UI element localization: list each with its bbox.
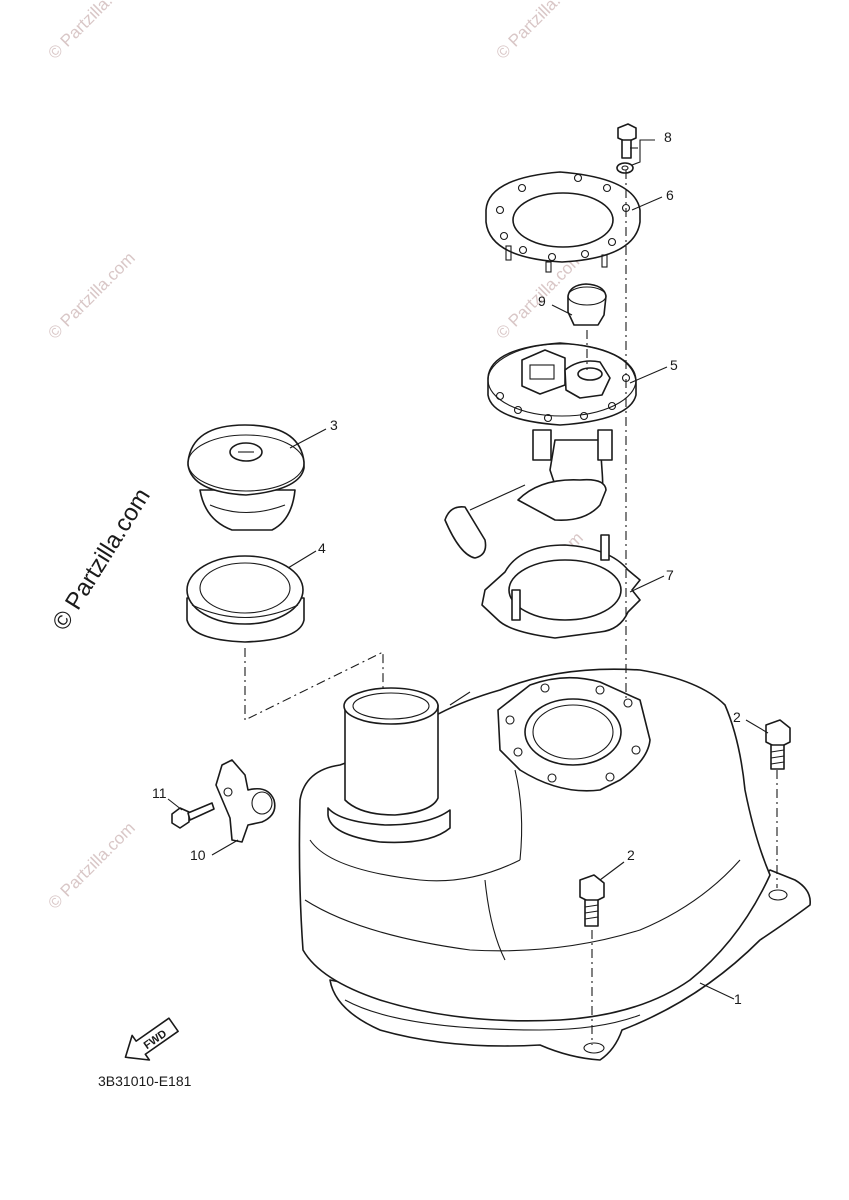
callout-numbers: 1 2 2 3 4 5 6 7 8 9 10 11 bbox=[152, 129, 742, 1007]
sender-plate-gasket[interactable] bbox=[481, 534, 641, 639]
callout-6: 6 bbox=[666, 187, 674, 203]
callout-11: 11 bbox=[152, 785, 167, 801]
fuel-tank[interactable] bbox=[298, 668, 812, 1061]
watermark: © Partzilla.com bbox=[44, 818, 138, 912]
bolt-right[interactable] bbox=[765, 719, 791, 770]
hose-clamp[interactable] bbox=[215, 759, 276, 843]
retaining-ring[interactable] bbox=[485, 171, 641, 273]
watermark: © Partzilla.com bbox=[44, 248, 138, 342]
bolt-center[interactable] bbox=[579, 874, 605, 927]
callout-2-right: 2 bbox=[733, 709, 741, 725]
alignment-lines bbox=[244, 170, 778, 1045]
callout-4: 4 bbox=[318, 540, 326, 556]
filler-gasket[interactable] bbox=[186, 555, 305, 643]
watermark-large: © Partzilla.com bbox=[47, 484, 156, 635]
bolt-and-washer[interactable] bbox=[616, 123, 637, 174]
sender-cap-plug[interactable] bbox=[567, 283, 607, 326]
callout-2-center: 2 bbox=[627, 847, 635, 863]
fuel-cap[interactable] bbox=[187, 424, 305, 531]
watermark: © Partzilla.com bbox=[492, 0, 586, 63]
leader-lines bbox=[167, 139, 769, 1000]
clamp-screw[interactable] bbox=[171, 802, 215, 829]
callout-10: 10 bbox=[190, 847, 206, 863]
callout-7: 7 bbox=[666, 567, 674, 583]
forward-arrow: FWD bbox=[124, 1017, 179, 1061]
fuel-pump-assembly[interactable] bbox=[444, 342, 637, 559]
watermark: © Partzilla.com bbox=[44, 0, 138, 63]
callout-9: 9 bbox=[538, 293, 546, 309]
diagram-code: 3B31010-E181 bbox=[98, 1073, 192, 1089]
callout-1: 1 bbox=[734, 991, 742, 1007]
callout-3: 3 bbox=[330, 417, 338, 433]
callout-5: 5 bbox=[670, 357, 678, 373]
callout-8: 8 bbox=[664, 129, 672, 145]
